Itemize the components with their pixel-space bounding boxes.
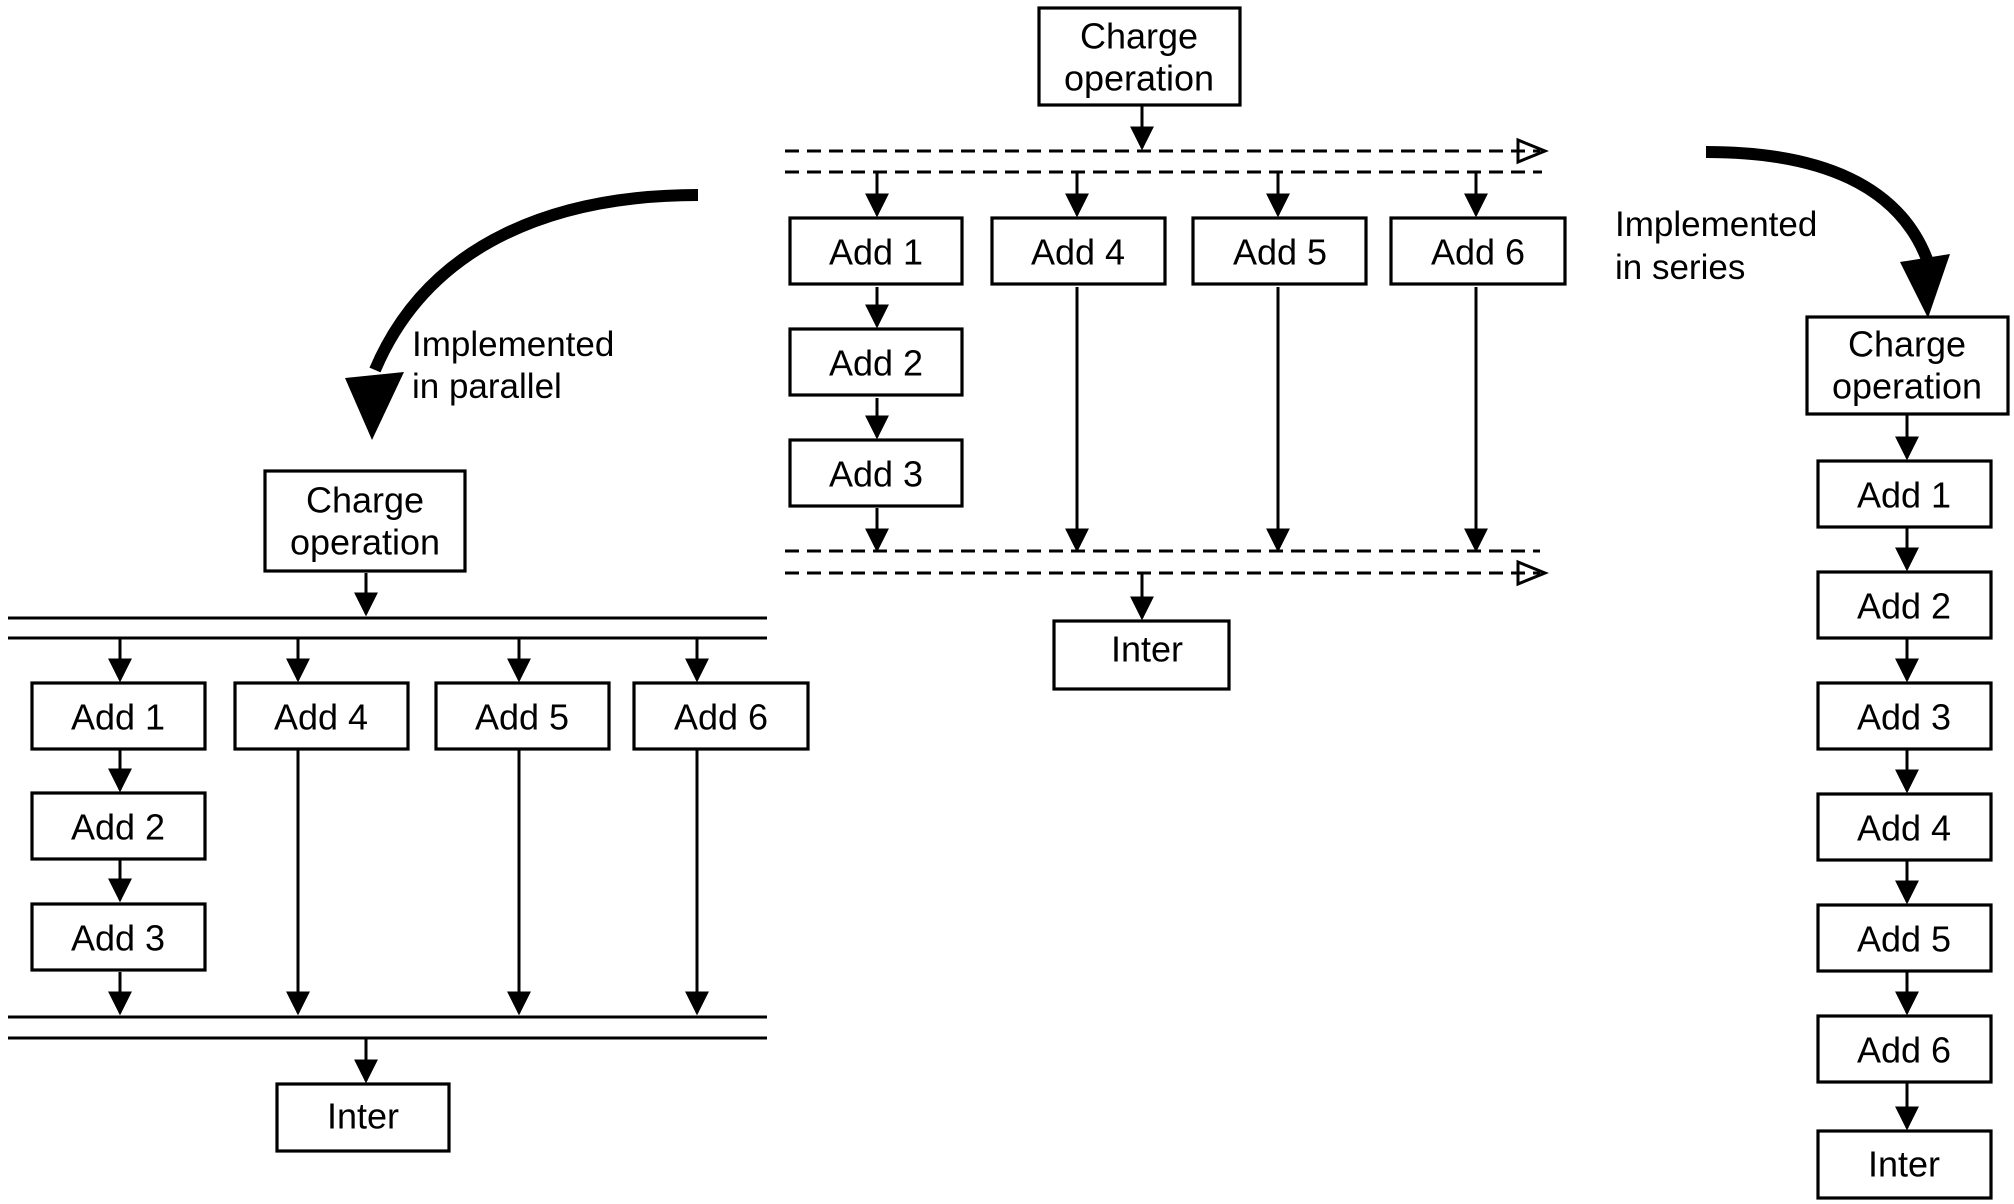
top-add-6-box: Add 6: [1389, 216, 1567, 286]
svg-text:Inter: Inter: [1868, 1144, 1940, 1185]
series-label-line-2: in series: [1615, 248, 1745, 287]
parallel-connectors: [8, 573, 767, 1084]
svg-text:Add 2: Add 2: [71, 807, 165, 848]
series-curved-arrow: [1705, 146, 1950, 318]
top-diagram: Charge operation Add 1 Add 2 Add 3 Add 4…: [785, 6, 1567, 691]
parallel-add-2-box: Add 2: [30, 791, 207, 861]
svg-text:Charge: Charge: [1848, 324, 1966, 365]
top-bus-arrowhead-2: [1516, 559, 1549, 587]
svg-text:Add 1: Add 1: [829, 232, 923, 273]
parallel-inter-box: Inter: [275, 1082, 451, 1153]
svg-text:Charge: Charge: [1080, 16, 1198, 57]
top-inter-box: Inter: [1052, 619, 1231, 691]
svg-text:Add 4: Add 4: [1031, 232, 1125, 273]
series-charge-operation-box: Charge operation: [1805, 315, 2010, 416]
top-add-5-box: Add 5: [1191, 216, 1368, 286]
svg-text:Add 4: Add 4: [274, 697, 368, 738]
series-inter-box: Inter: [1816, 1129, 1993, 1200]
svg-text:Add 3: Add 3: [1857, 697, 1951, 738]
parallel-add-4-box: Add 4: [233, 681, 410, 751]
top-add-1-box: Add 1: [788, 216, 964, 286]
parallel-curved-arrow: [345, 189, 699, 440]
svg-text:Add 3: Add 3: [71, 918, 165, 959]
svg-text:operation: operation: [1832, 366, 1982, 407]
series-add-5-box: Add 5: [1816, 903, 1993, 973]
top-add-3-box: Add 3: [788, 438, 964, 508]
parallel-label-line-1: Implemented: [412, 325, 614, 364]
svg-text:Add 1: Add 1: [1857, 475, 1951, 516]
svg-text:operation: operation: [290, 522, 440, 563]
parallel-add-6-box: Add 6: [632, 681, 810, 751]
parallel-add-3-box: Add 3: [30, 902, 207, 972]
parallel-charge-operation-box: Charge operation: [263, 469, 467, 573]
svg-text:Inter: Inter: [327, 1096, 399, 1137]
svg-text:Add 6: Add 6: [674, 697, 768, 738]
series-add-3-box: Add 3: [1816, 681, 1993, 751]
svg-text:Add 2: Add 2: [1857, 586, 1951, 627]
svg-text:Add 5: Add 5: [475, 697, 569, 738]
svg-text:Add 6: Add 6: [1431, 232, 1525, 273]
svg-text:Add 3: Add 3: [829, 454, 923, 495]
top-add-4-box: Add 4: [990, 216, 1167, 286]
svg-text:Charge: Charge: [306, 480, 424, 521]
top-charge-operation-box: Charge operation: [1037, 6, 1242, 107]
top-connectors: [785, 106, 1549, 621]
parallel-add-5-box: Add 5: [434, 681, 611, 751]
series-diagram: Charge operation Add 1 Add 2 Add 3 Add 4…: [1805, 315, 2010, 1200]
svg-text:Add 6: Add 6: [1857, 1030, 1951, 1071]
parallel-label-line-2: in parallel: [412, 367, 562, 406]
svg-text:Add 2: Add 2: [829, 343, 923, 384]
svg-text:operation: operation: [1064, 58, 1214, 99]
series-add-6-box: Add 6: [1816, 1014, 1993, 1084]
series-add-2-box: Add 2: [1816, 570, 1993, 640]
top-add-2-box: Add 2: [788, 327, 964, 397]
series-add-1-box: Add 1: [1816, 459, 1993, 529]
svg-text:Add 5: Add 5: [1857, 919, 1951, 960]
series-add-4-box: Add 4: [1816, 792, 1993, 862]
svg-text:Add 4: Add 4: [1857, 808, 1951, 849]
svg-text:Add 1: Add 1: [71, 697, 165, 738]
svg-text:Add 5: Add 5: [1233, 232, 1327, 273]
svg-text:Inter: Inter: [1111, 629, 1183, 670]
parallel-add-1-box: Add 1: [30, 681, 207, 751]
parallel-diagram: Charge operation Add 1 Add 2 Add 3 Add 4…: [8, 469, 810, 1153]
top-bus-arrowhead-1: [1516, 137, 1549, 165]
series-label-line-1: Implemented: [1615, 205, 1817, 244]
